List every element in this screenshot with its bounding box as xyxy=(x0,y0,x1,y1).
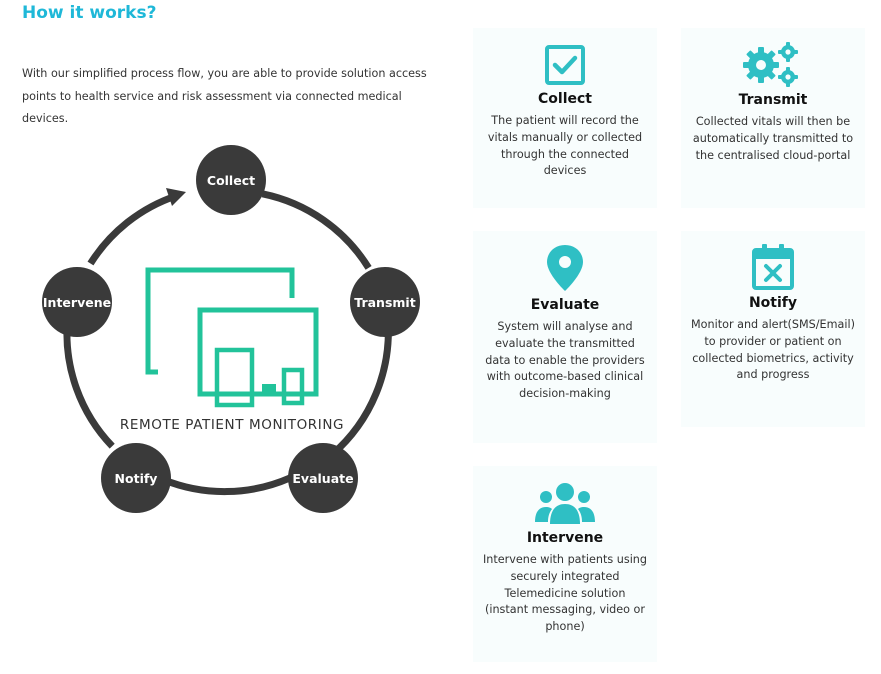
node-collect: Collect xyxy=(196,145,266,215)
step-description: Collected vitals will then be automatica… xyxy=(692,115,854,162)
node-collect-label: Collect xyxy=(207,173,255,188)
devices-illustration xyxy=(145,267,319,408)
step-title: Transmit xyxy=(738,92,808,108)
step-card-intervene: Intervene Intervene with patients using … xyxy=(473,466,657,662)
node-evaluate: Evaluate xyxy=(288,443,358,513)
step-title: Collect xyxy=(538,91,592,107)
node-transmit-label: Transmit xyxy=(354,295,415,310)
node-intervene: Intervene xyxy=(42,267,112,337)
step-description: System will analyse and evaluate the tra… xyxy=(485,320,645,401)
intro-text: With our simplified process flow, you ar… xyxy=(22,67,427,125)
step-card-transmit: Transmit Collected vitals will then be a… xyxy=(681,28,865,208)
node-notify-label: Notify xyxy=(115,471,158,486)
step-card-collect: Collect The patient will record the vita… xyxy=(473,28,657,208)
step-card-evaluate: Evaluate System will analyse and evaluat… xyxy=(473,231,657,443)
step-title: Intervene xyxy=(526,530,604,546)
checkbox-icon xyxy=(545,45,585,85)
step-description: Intervene with patients using securely i… xyxy=(483,553,647,634)
step-title: Notify xyxy=(748,295,798,311)
cycle-arrowhead xyxy=(166,188,186,206)
gears-icon xyxy=(743,42,798,87)
location-pin-icon xyxy=(547,245,583,291)
step-title: Evaluate xyxy=(530,297,600,313)
process-cycle-diagram: Collect Transmit Evaluate Notify Interve… xyxy=(42,145,420,513)
users-group-icon xyxy=(535,483,595,524)
center-label: REMOTE PATIENT MONITORING xyxy=(120,417,344,433)
calendar-x-icon xyxy=(752,244,794,290)
node-notify: Notify xyxy=(101,443,171,513)
node-intervene-label: Intervene xyxy=(43,295,111,310)
page-title: How it works? xyxy=(22,3,157,23)
step-description: Monitor and alert(SMS/Email) to provider… xyxy=(691,318,855,382)
devices-connector xyxy=(262,384,276,392)
step-description: The patient will record the vitals manua… xyxy=(487,114,643,178)
node-transmit: Transmit xyxy=(350,267,420,337)
node-evaluate-label: Evaluate xyxy=(292,471,353,486)
cycle-ring xyxy=(63,190,392,496)
step-card-notify: Notify Monitor and alert(SMS/Email) to p… xyxy=(681,231,865,427)
